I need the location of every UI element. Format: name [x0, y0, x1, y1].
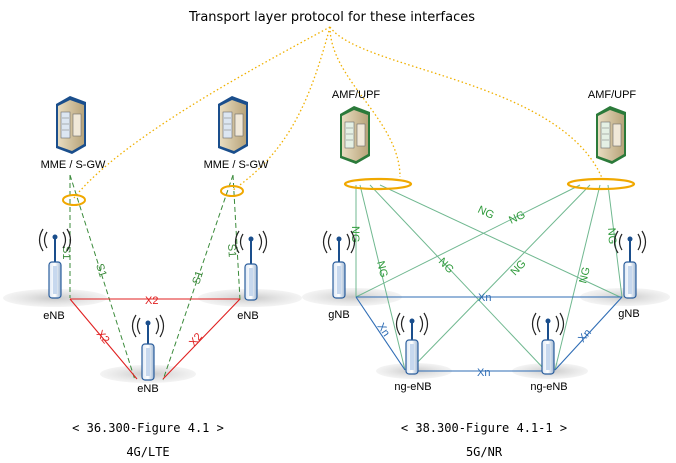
ngenb-label: ng-eNB — [394, 381, 431, 393]
s1-label: S1 — [225, 243, 238, 257]
x2-label: X2 — [187, 331, 205, 349]
antenna-icon — [322, 230, 356, 299]
x2-link — [162, 298, 241, 380]
xn-label: Xn — [478, 292, 491, 304]
ng-label: NG — [349, 226, 361, 243]
ng-link — [355, 184, 581, 298]
antenna-icon — [131, 314, 165, 381]
caption-name-nr: 5G/NR — [466, 445, 503, 459]
server-icon — [56, 96, 86, 154]
caption-ref-nr: < 38.300-Figure 4.1-1 > — [401, 421, 567, 435]
xn-label: Xn — [477, 367, 490, 379]
caption-name-lte: 4G/LTE — [126, 445, 169, 459]
ng-link — [369, 184, 546, 371]
protocol-link-lte-right — [232, 26, 331, 191]
ngenb-label: ng-eNB — [530, 381, 567, 393]
lte-x2-links — [69, 298, 241, 380]
diagram-title: Transport layer protocol for these inter… — [188, 10, 475, 25]
xn-link — [355, 296, 406, 371]
transport-ring-nr-left — [343, 177, 413, 191]
x2-label: X2 — [145, 295, 158, 307]
s1-label: S1 — [93, 262, 109, 279]
ng-label: NG — [577, 266, 593, 285]
enb-label: eNB — [237, 310, 258, 322]
protocol-link-nr-right — [329, 26, 603, 179]
antenna-icon — [38, 228, 72, 299]
transport-protocol-links — [73, 26, 603, 199]
ng-label: NG — [374, 260, 390, 279]
core-label: AMF/UPF — [588, 89, 637, 101]
s1-link — [69, 174, 136, 381]
ng-link — [409, 184, 591, 371]
s1-label: S1 — [60, 246, 72, 259]
transport-ring-lte-right — [220, 185, 244, 197]
nr-xn-links — [355, 296, 623, 372]
xn-label: Xn — [375, 321, 392, 339]
shadow-gnb-left — [302, 288, 402, 306]
protocol-link-lte-left — [73, 26, 331, 199]
enb-label: eNB — [43, 310, 64, 322]
transport-ring-nr-right — [566, 177, 636, 191]
s1-label: S1 — [190, 269, 206, 286]
ng-link — [379, 184, 621, 298]
core-label: MME / S-GW — [41, 159, 106, 171]
enb-label: eNB — [137, 383, 158, 395]
antenna-icon — [613, 230, 647, 299]
nr-ng-links — [355, 184, 623, 371]
server-icon — [340, 106, 370, 164]
ng-link — [554, 184, 601, 371]
ng-label: NG — [509, 258, 529, 278]
caption-ref-lte: < 36.300-Figure 4.1 > — [72, 421, 224, 435]
gnb-label: gNB — [328, 309, 349, 321]
ng-link — [359, 184, 406, 371]
xn-link — [554, 296, 623, 371]
antenna-icon — [234, 230, 268, 301]
xn-label: Xn — [576, 327, 594, 345]
ng-label: NG — [507, 209, 527, 227]
ng-label: NG — [476, 204, 496, 222]
antenna-icon — [395, 312, 429, 375]
transport-ring-lte-left — [62, 194, 86, 206]
protocol-link-nr-left — [329, 26, 401, 178]
gnb-label: gNB — [618, 308, 639, 320]
core-label: AMF/UPF — [332, 89, 381, 101]
x2-link — [69, 298, 138, 380]
antenna-icon — [531, 312, 565, 375]
s1-link — [162, 174, 234, 381]
server-icon — [218, 96, 248, 154]
server-icon — [596, 106, 626, 164]
lte-s1-links — [69, 174, 241, 381]
core-label: MME / S-GW — [204, 159, 269, 171]
